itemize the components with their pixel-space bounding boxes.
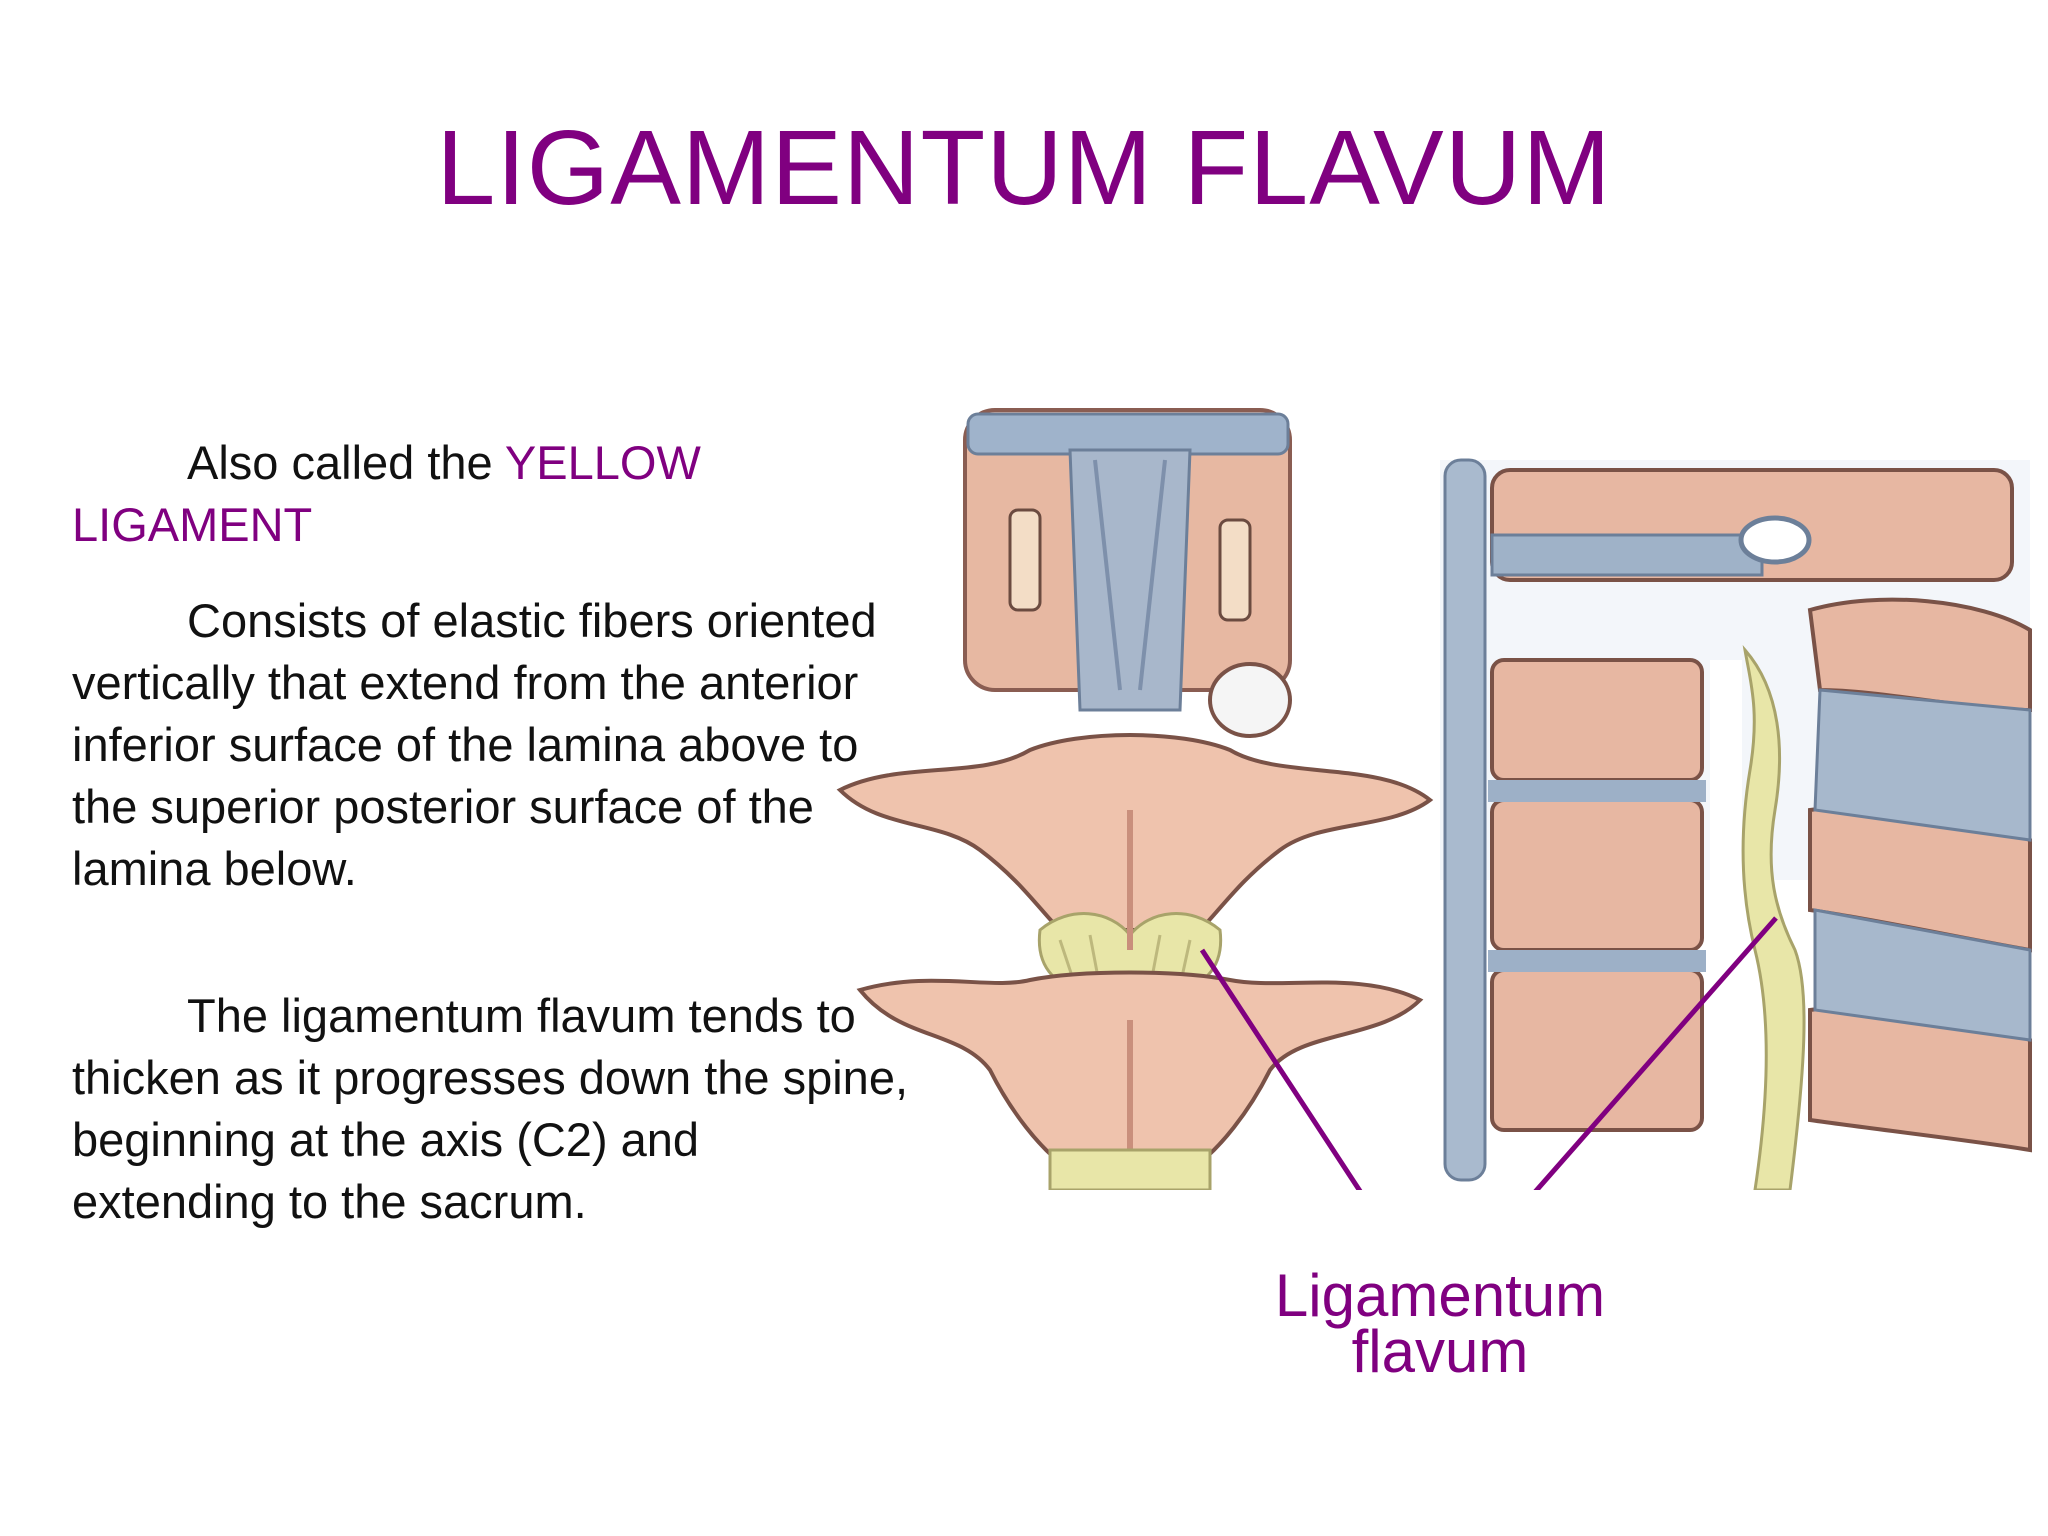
pointer-line-right xyxy=(1533,916,1778,1190)
paragraph-also-called-text: Also called the xyxy=(187,436,505,489)
paragraph-thicken: The ligamentum flavum tends to thicken a… xyxy=(72,985,912,1233)
yellow-ligament-term: YELLOW LIGAMENT xyxy=(72,436,701,551)
posterior-view-illustration xyxy=(836,408,1434,1190)
sagittal-section-illustration xyxy=(1440,458,2032,1190)
spine-illustration xyxy=(836,408,2032,1190)
paragraph-consists-text: Consists of elastic fibers oriented vert… xyxy=(72,594,877,895)
paragraph-also-called: Also called the YELLOW LIGAMENT xyxy=(72,432,912,556)
slide-title: LIGAMENTUM FLAVUM xyxy=(436,109,1612,227)
figure-caption: Ligamentum flavum xyxy=(1240,1262,1640,1385)
figure-caption-line-1: Ligamentum xyxy=(1274,1262,1606,1329)
paragraph-consists: Consists of elastic fibers oriented vert… xyxy=(72,590,912,900)
figure-caption-line-2: flavum xyxy=(1351,1318,1529,1385)
paragraph-thicken-text: The ligamentum flavum tends to thicken a… xyxy=(72,989,909,1228)
pointer-line-left xyxy=(1199,948,1363,1190)
